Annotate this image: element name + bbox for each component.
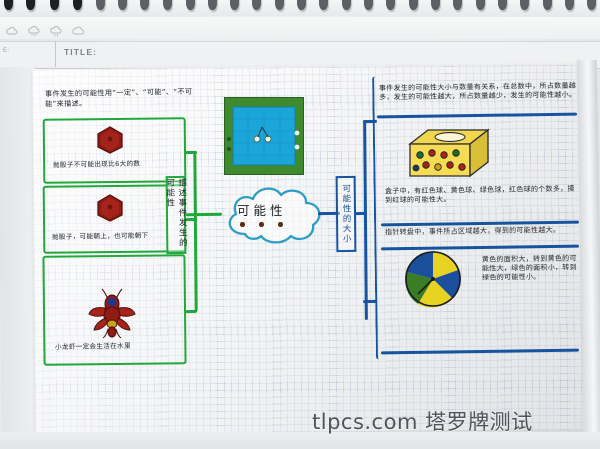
title-label: TITLE: [64, 47, 98, 57]
left-branch-intro-note: 事件发生的可能性用“一定”、“可能”、“不可能”来描述。 [44, 86, 193, 108]
cloud-dot-3 [278, 222, 283, 227]
header-column-divider [55, 41, 56, 67]
center-cloud-label: 可能性 [237, 203, 287, 218]
watermark-text: tlpcs.com 塔罗牌测试 [312, 410, 533, 434]
margin-label: E: [3, 48, 10, 54]
weather-icon-row [6, 26, 85, 37]
red-crayfish-drawing [86, 288, 138, 345]
cloud-outline-icon [72, 26, 85, 37]
rain-cloud-icon [28, 26, 40, 37]
color-spinner-drawing [404, 250, 462, 313]
right-branch-node[interactable]: 可能性的大小 [335, 175, 357, 253]
cloud-icon [6, 26, 18, 37]
bottom-desk-area [0, 432, 600, 449]
left-branch-outer-frame [39, 111, 192, 368]
pool-grid-photo [223, 96, 305, 180]
red-hexagon-die-2 [97, 194, 123, 227]
center-cloud-shape[interactable] [219, 182, 331, 253]
cloud-dot-2 [259, 222, 264, 227]
red-hexagon-die-1 [97, 126, 123, 159]
cloud-dot-1 [240, 222, 245, 227]
right-connector-h-node [354, 211, 368, 215]
right-branch-outer-frame [372, 73, 584, 360]
spiral-binding [0, 0, 600, 16]
yellow-box-with-balls-drawing [406, 124, 492, 187]
drizzle-cloud-icon [50, 26, 62, 37]
page-header-row [0, 41, 600, 69]
toolbar-strip [0, 17, 600, 39]
